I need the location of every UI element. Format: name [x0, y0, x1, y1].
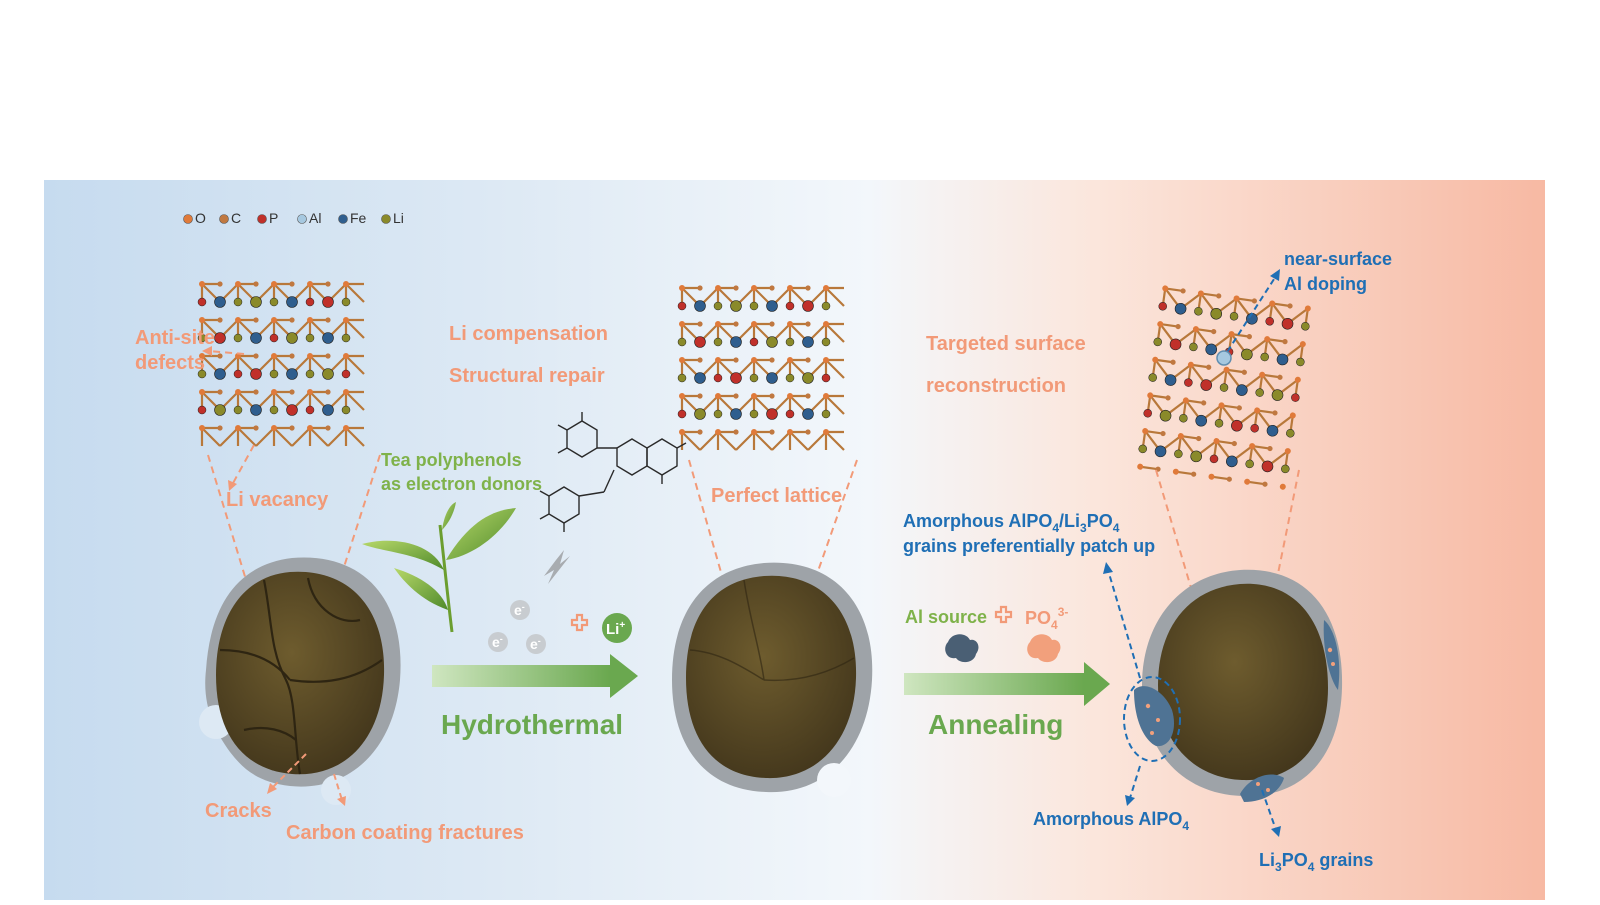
targeted-surface-label: Targeted surface — [926, 333, 1086, 355]
tea-leaf-icon — [362, 502, 516, 633]
legend-dot — [257, 214, 267, 224]
defects-label: defects — [135, 352, 205, 374]
crack-pointer-heads — [267, 783, 346, 806]
reconstructed-lattice — [1137, 285, 1311, 490]
electron-label: e- — [492, 634, 503, 650]
legend-item-p: P — [257, 210, 278, 226]
patch-up-label: grains preferentially patch up — [903, 536, 1155, 556]
po4-label: PO43- — [1025, 605, 1068, 632]
electron-flash-icon — [544, 550, 570, 584]
perfect-lattice-label: Perfect lattice — [711, 485, 842, 507]
li-vacancy-label: Li vacancy — [226, 489, 329, 511]
schematic-diagram: O C P Al Fe Li — [135, 210, 1392, 874]
annealing-label: Annealing — [928, 709, 1063, 740]
orange-arrowheads — [202, 346, 237, 491]
legend-item-li: Li — [381, 210, 404, 226]
blue-pointers — [1107, 275, 1277, 831]
tea-polyphenols-label: Tea polyphenols — [381, 450, 522, 470]
blue-pointer-heads — [1103, 269, 1281, 837]
atom-legend: O C P Al Fe Li — [183, 210, 404, 226]
legend-label: Li — [393, 210, 404, 226]
electron-donors-label: as electron donors — [381, 474, 542, 494]
legend-label: O — [195, 210, 206, 226]
legend-item-c: C — [219, 210, 241, 226]
reconstructed-particle — [1134, 569, 1343, 802]
legend-label: Al — [309, 210, 321, 226]
near-surface-label: near-surface — [1284, 249, 1392, 269]
legend-item-o: O — [183, 210, 206, 226]
plus-icon — [570, 613, 589, 632]
amorphous-alpo4-label: Amorphous AlPO4 — [1033, 809, 1189, 833]
hydrothermal-label: Hydrothermal — [441, 709, 623, 740]
legend-dot — [297, 214, 307, 224]
legend-dot — [338, 214, 348, 224]
carbon-fractures-label: Carbon coating fractures — [286, 822, 524, 844]
hydrothermal-arrow — [432, 654, 638, 698]
schematic-panel: O C P Al Fe Li — [44, 180, 1545, 900]
legend-dot — [183, 214, 193, 224]
reconstruction-label: reconstruction — [926, 375, 1066, 397]
al-dopant-atom — [1216, 350, 1232, 366]
cracks-label: Cracks — [205, 800, 272, 822]
structural-repair-label: Structural repair — [449, 365, 605, 387]
legend-label: P — [269, 210, 278, 226]
legend-label: Fe — [350, 210, 367, 226]
li-compensation-label: Li compensation — [449, 323, 608, 345]
electron-label: e- — [530, 636, 541, 652]
cracked-particle — [199, 557, 401, 805]
legend-label: C — [231, 210, 241, 226]
polyphenol-molecule-icon — [539, 412, 687, 532]
amorphous-patch-label: Amorphous AlPO4/Li3PO4 — [903, 511, 1120, 535]
plus-icon-2 — [994, 605, 1013, 624]
crack-pointers — [271, 753, 343, 801]
al-source-blob — [945, 634, 979, 663]
electron-symbols: e- e- e- — [488, 600, 546, 654]
al-doping-label: Al doping — [1284, 274, 1367, 294]
repaired-particle — [672, 562, 873, 797]
al-source-label: Al source — [905, 607, 987, 627]
legend-item-al: Al — [297, 210, 321, 226]
electron-label: e- — [514, 602, 525, 618]
defective-lattice — [197, 281, 365, 447]
anti-site-label: Anti-site — [135, 327, 215, 349]
li-ion-symbol: Li+ — [602, 613, 632, 643]
legend-item-fe: Fe — [338, 210, 367, 226]
perfect-lattice — [677, 285, 845, 451]
legend-dot — [219, 214, 229, 224]
annealing-arrow — [904, 662, 1110, 706]
li3po4-grains-label: Li3PO4 grains — [1259, 850, 1373, 874]
legend-dot — [381, 214, 391, 224]
phosphate-blob — [1027, 634, 1061, 663]
svg-text:Li+: Li+ — [606, 620, 625, 638]
